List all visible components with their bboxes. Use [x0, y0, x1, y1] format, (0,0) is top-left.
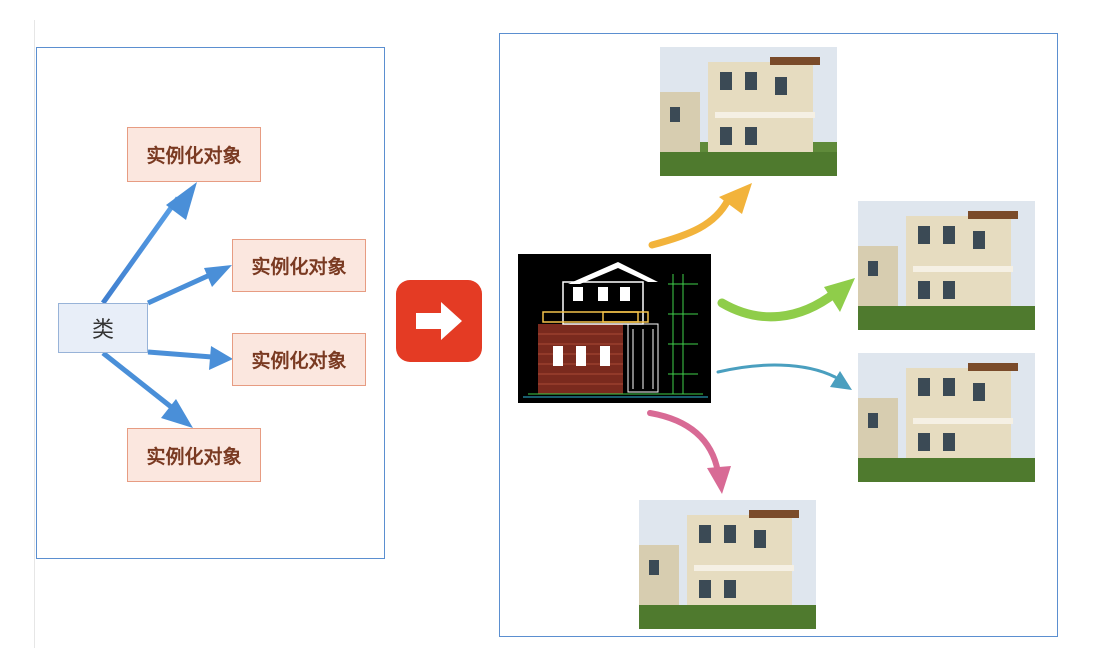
- arrow-to-house-1: [652, 183, 752, 245]
- arrow-to-house-3: [718, 365, 852, 390]
- arrow-to-house-2: [722, 278, 855, 317]
- arrow-to-house-4: [650, 413, 731, 494]
